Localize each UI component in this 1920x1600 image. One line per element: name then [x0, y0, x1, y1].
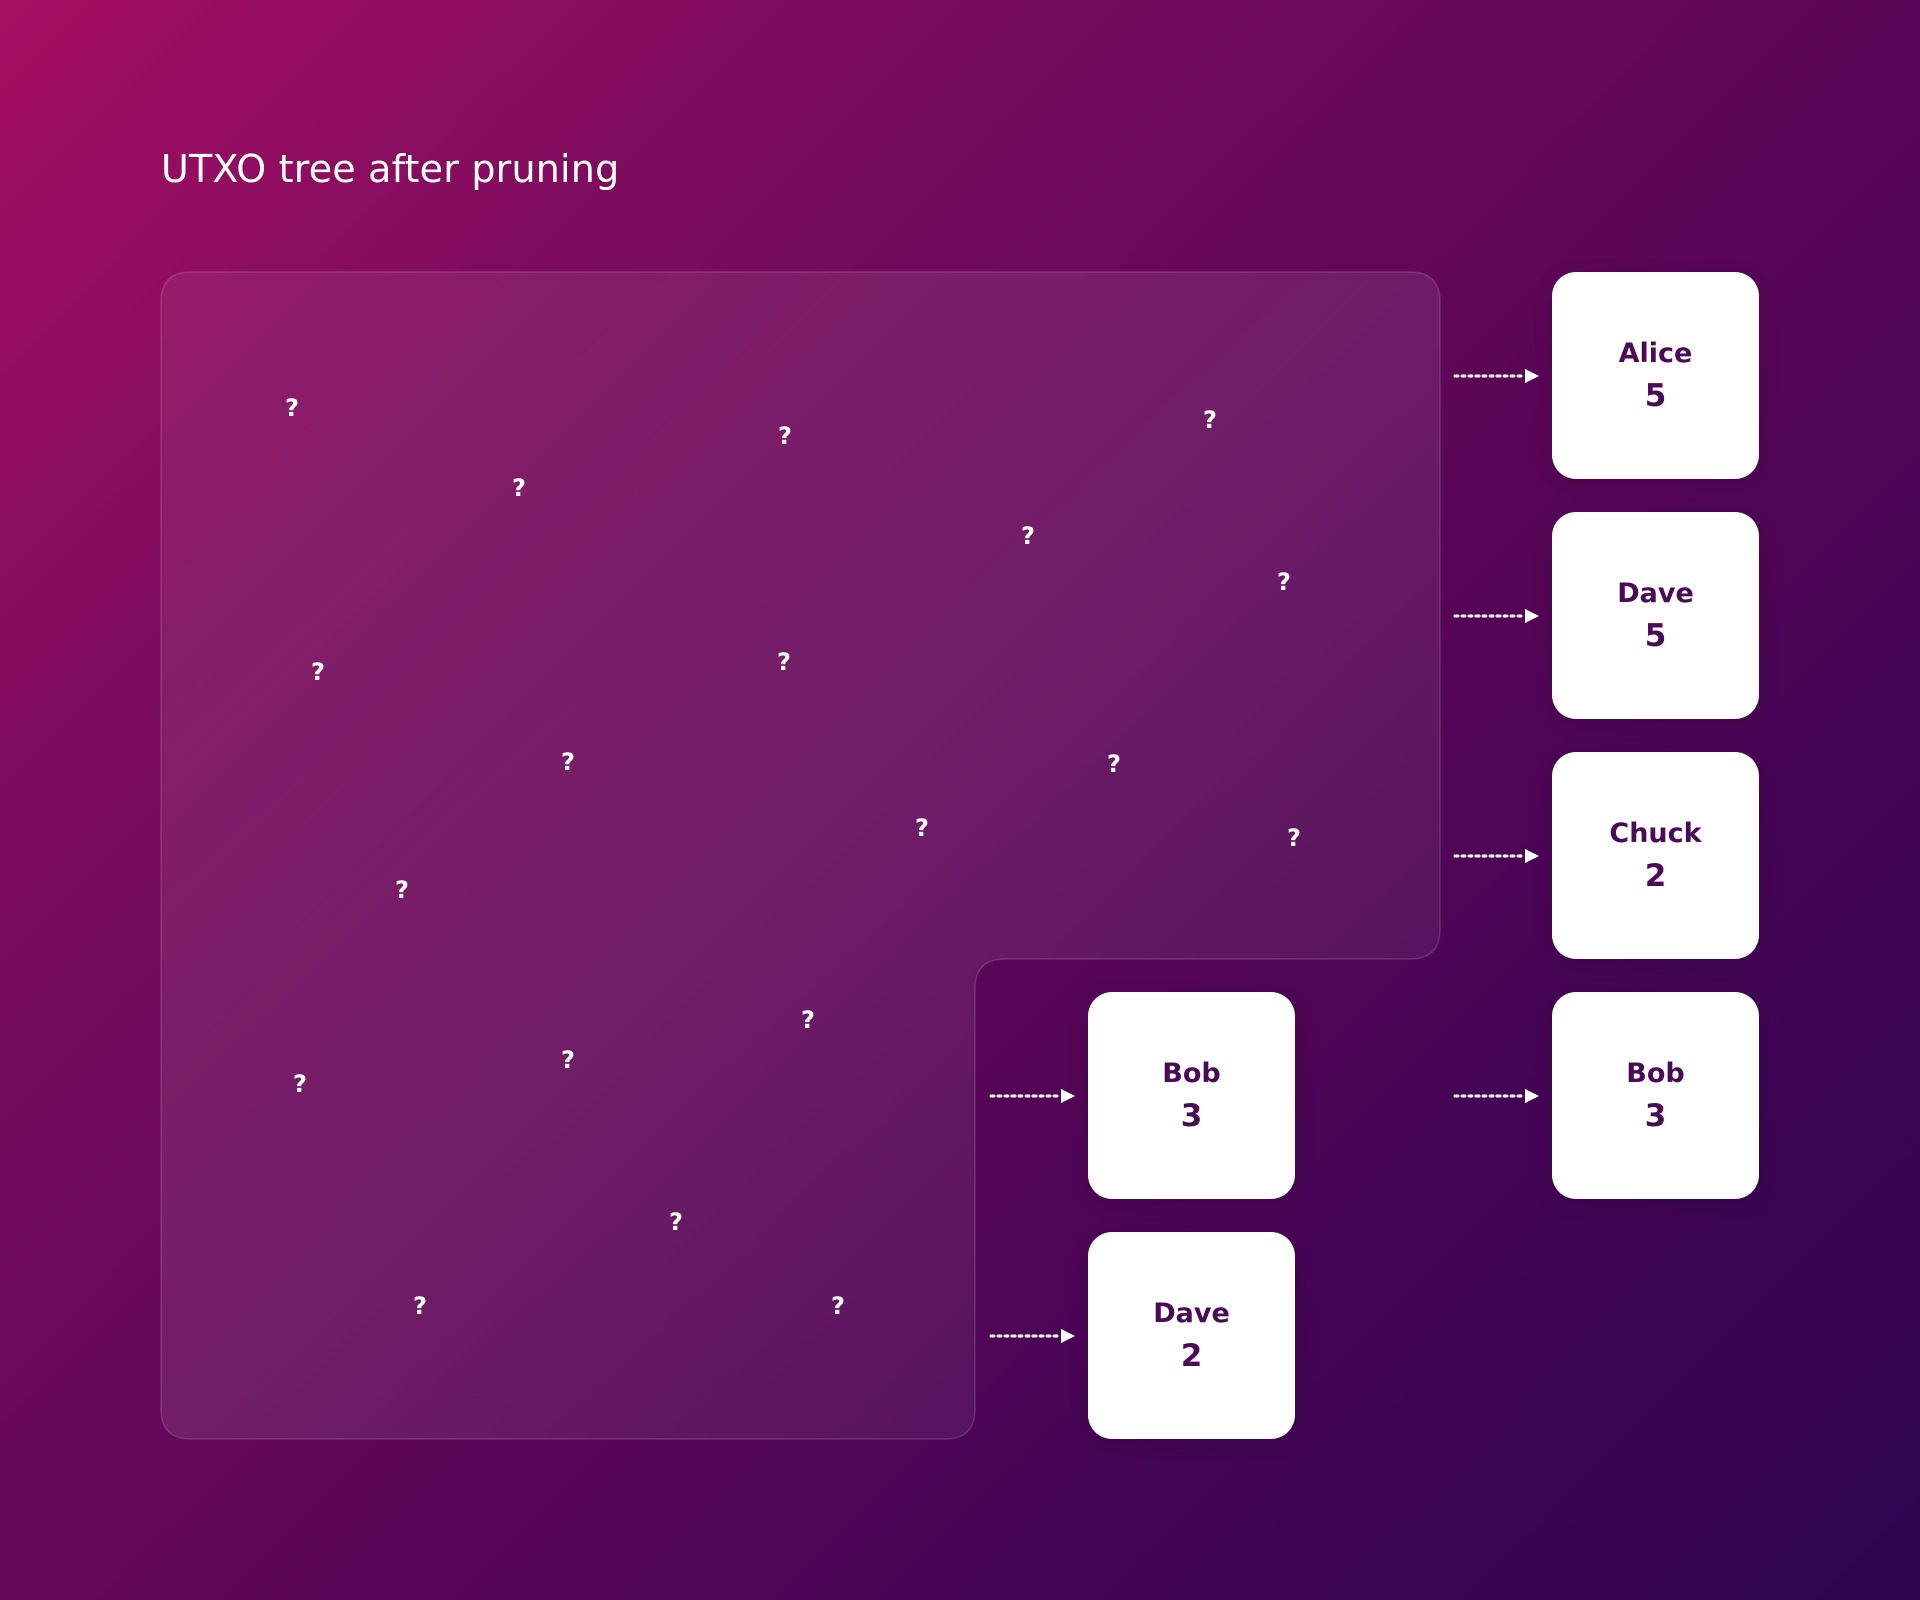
dotted-arrow-icon [1453, 369, 1539, 383]
pruned-node-marker: ? [777, 648, 791, 676]
pruned-node-marker: ? [395, 876, 409, 904]
pruned-node-marker: ? [1021, 522, 1035, 550]
leaf-node: Dave 5 [1552, 512, 1759, 719]
dotted-arrow-icon [1453, 1089, 1539, 1103]
dotted-arrow-icon [989, 1089, 1075, 1103]
pruned-node-marker: ? [512, 474, 526, 502]
dotted-arrow-icon [989, 1329, 1075, 1343]
leaf-name: Dave [1617, 577, 1694, 609]
pruned-node-marker: ? [413, 1292, 427, 1320]
leaf-node: Bob 3 [1552, 992, 1759, 1199]
leaf-value: 3 [1180, 1097, 1203, 1134]
pruned-node-marker: ? [915, 814, 929, 842]
leaf-name: Dave [1153, 1297, 1230, 1329]
leaf-value: 2 [1180, 1337, 1203, 1374]
pruned-node-marker: ? [285, 394, 299, 422]
pruned-node-marker: ? [1287, 824, 1301, 852]
pruned-node-marker: ? [801, 1006, 815, 1034]
pruned-node-marker: ? [293, 1070, 307, 1098]
pruned-node-marker: ? [778, 422, 792, 450]
leaf-value: 5 [1644, 377, 1667, 414]
leaf-node: Alice 5 [1552, 272, 1759, 479]
pruned-node-marker: ? [1107, 750, 1121, 778]
pruned-node-marker: ? [669, 1208, 683, 1236]
leaf-node: Dave 2 [1088, 1232, 1295, 1439]
leaf-name: Bob [1162, 1057, 1221, 1089]
leaf-name: Bob [1626, 1057, 1685, 1089]
pruned-node-marker: ? [831, 1292, 845, 1320]
leaf-value: 3 [1644, 1097, 1667, 1134]
dotted-arrow-icon [1453, 609, 1539, 623]
leaf-node: Bob 3 [1088, 992, 1295, 1199]
pruned-node-marker: ? [1203, 406, 1217, 434]
pruned-node-marker: ? [561, 748, 575, 776]
leaf-value: 2 [1644, 857, 1667, 894]
leaf-name: Chuck [1609, 817, 1702, 849]
leaf-node: Chuck 2 [1552, 752, 1759, 959]
diagram-title: UTXO tree after pruning [161, 147, 620, 191]
dotted-arrow-icon [1453, 849, 1539, 863]
pruned-node-marker: ? [311, 658, 325, 686]
leaf-value: 5 [1644, 617, 1667, 654]
leaf-name: Alice [1618, 337, 1693, 369]
pruned-node-marker: ? [561, 1046, 575, 1074]
pruned-node-marker: ? [1277, 568, 1291, 596]
